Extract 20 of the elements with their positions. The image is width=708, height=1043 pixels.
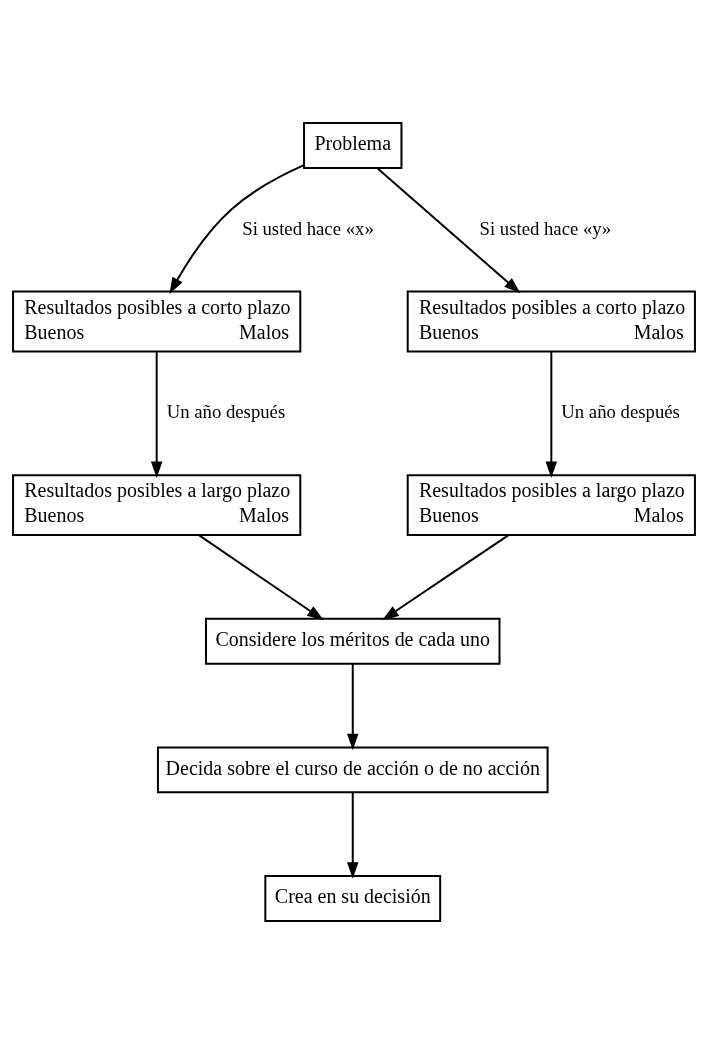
node-box: Decida sobre el curso de acción o de no acción bbox=[156, 745, 549, 793]
edge-label: Si usted hace «y» bbox=[479, 217, 612, 239]
arrow bbox=[150, 350, 163, 478]
arrow bbox=[346, 791, 359, 879]
node-box: Considere los méritos de cada uno bbox=[205, 617, 501, 665]
node-box: Problema bbox=[303, 121, 403, 169]
arrow bbox=[382, 533, 510, 620]
arrow bbox=[198, 533, 324, 620]
edge-label: Un año después bbox=[166, 400, 286, 422]
edge-label: Un año después bbox=[561, 400, 680, 422]
node-box: Resultados posibles a corto plazo Buenos Malos bbox=[12, 290, 302, 353]
node-box: Crea en su decisión bbox=[264, 874, 442, 922]
arrow bbox=[346, 662, 359, 750]
arrow bbox=[169, 163, 305, 294]
arrow bbox=[545, 350, 558, 478]
node-box: Resultados posibles a largo plazo Buenos Malos bbox=[12, 473, 302, 536]
arrow bbox=[376, 166, 521, 293]
node-box: Resultados posibles a corto plazo Buenos Malos bbox=[406, 290, 696, 353]
edge-label: Si usted hace «x» bbox=[242, 217, 374, 239]
node-box: Resultados posibles a largo plazo Buenos Malos bbox=[406, 473, 696, 536]
